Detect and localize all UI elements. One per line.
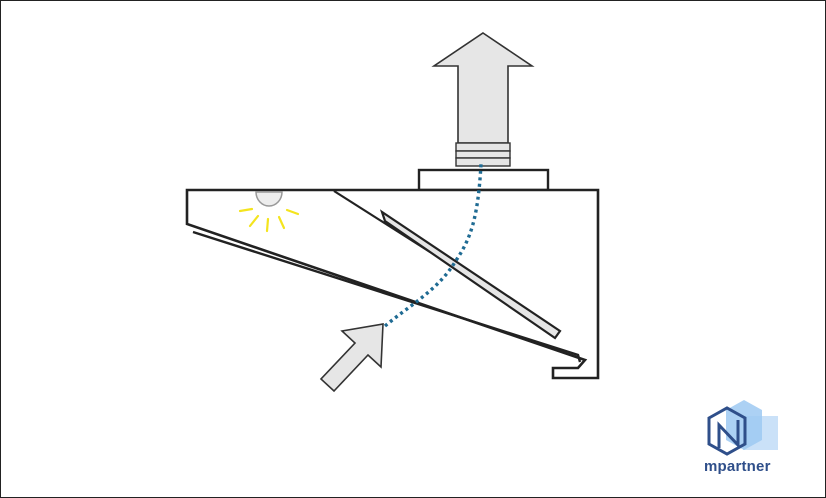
exhaust-arrow-icon — [431, 32, 535, 144]
duct-ring — [455, 150, 511, 159]
duct-ring — [455, 142, 511, 152]
hood-body — [185, 188, 600, 380]
airflow-path — [383, 163, 483, 328]
hood-bottom-plate — [192, 230, 582, 363]
duct-ring — [455, 157, 511, 167]
intake-arrow-icon — [319, 323, 384, 393]
brand-name: mpartner — [704, 458, 771, 475]
grease-filter — [379, 209, 562, 340]
light-rays-icon — [238, 207, 300, 233]
hexagon-n-logo-icon — [707, 400, 778, 456]
lamp-bulb-icon — [255, 191, 283, 207]
duct-collar — [417, 168, 550, 192]
